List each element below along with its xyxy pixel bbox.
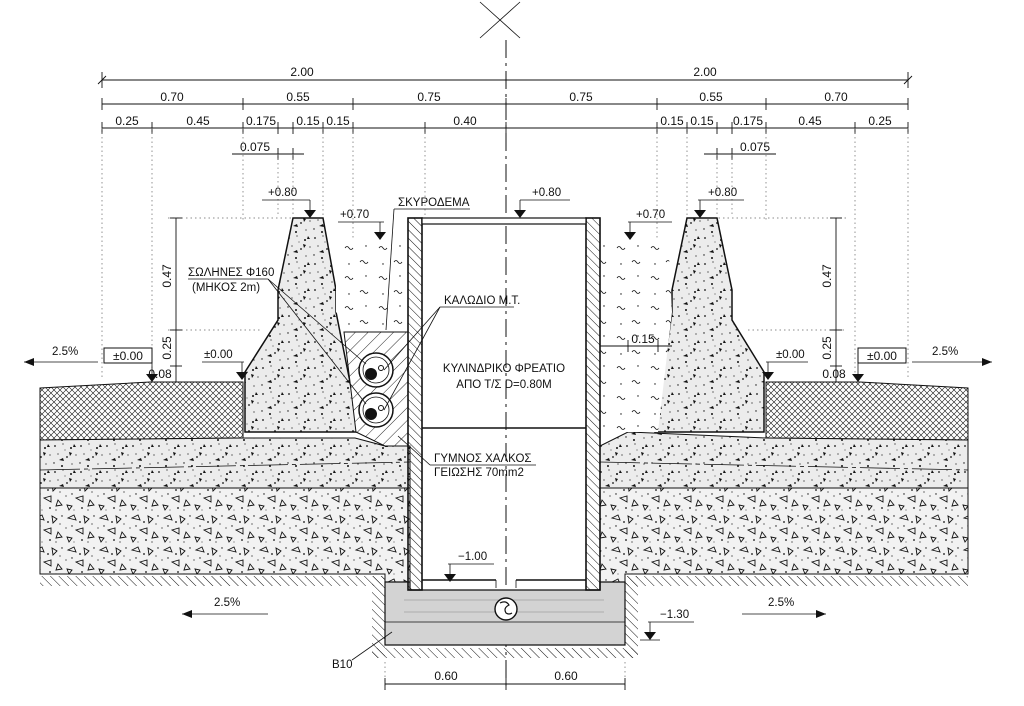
dim-r3-r3: 0.175 bbox=[733, 114, 763, 128]
svg-text:±0.00: ±0.00 bbox=[204, 349, 233, 361]
svg-text:0.60: 0.60 bbox=[554, 669, 578, 683]
svg-text:ΚΥΛΙΝΔΡΙΚΟ ΦΡΕΑΤΙΟ: ΚΥΛΙΝΔΡΙΚΟ ΦΡΕΑΤΙΟ bbox=[443, 363, 565, 375]
svg-text:0.25: 0.25 bbox=[820, 336, 834, 360]
dim-r3-r1: 0.15 bbox=[660, 114, 684, 128]
dim-r2-l2: 0.55 bbox=[286, 90, 310, 104]
svg-text:ΣΚΥΡΟΔΕΜΑ: ΣΚΥΡΟΔΕΜΑ bbox=[398, 197, 470, 209]
svg-text:±0.00: ±0.00 bbox=[113, 349, 143, 363]
svg-text:ΓΥΜΝΟΣ ΧΑΛΚΟΣ: ΓΥΜΝΟΣ ΧΑΛΚΟΣ bbox=[434, 453, 532, 465]
level-curb-left: +0.80 bbox=[262, 187, 316, 218]
dim-r3-l6: 0.40 bbox=[453, 114, 477, 128]
svg-text:+0.80: +0.80 bbox=[708, 187, 737, 199]
svg-text:2.5%: 2.5% bbox=[768, 597, 794, 609]
dim-r3-r2: 0.15 bbox=[690, 114, 714, 128]
fill-zone-left bbox=[336, 238, 408, 330]
dim-sub-right: 0.075 bbox=[740, 140, 770, 154]
vertical-dims-left: 0.47 0.25 0.08 bbox=[148, 217, 182, 383]
slope-bottom-left: 2.5% bbox=[182, 597, 268, 618]
pipe-upper bbox=[358, 352, 394, 388]
label-pipes: ΣΩΛΗΝΕΣ Φ160 (ΜΗΚΟΣ 2m) bbox=[188, 267, 367, 405]
svg-text:0.25: 0.25 bbox=[160, 336, 174, 360]
svg-text:ΣΩΛΗΝΕΣ Φ160: ΣΩΛΗΝΕΣ Φ160 bbox=[188, 267, 274, 279]
level-box-left: ±0.00 bbox=[103, 347, 158, 382]
curb-left bbox=[244, 217, 361, 433]
svg-text:0.47: 0.47 bbox=[160, 264, 174, 288]
svg-text:ΑΠΟ Τ/Σ D=0.80M: ΑΠΟ Τ/Σ D=0.80M bbox=[456, 379, 551, 391]
dim-inner-015: 0.15 bbox=[600, 332, 672, 352]
dim-sub-left: 0.075 bbox=[240, 140, 270, 154]
dim-r2-l1: 0.70 bbox=[160, 90, 184, 104]
dim-r3-r4: 0.45 bbox=[798, 114, 822, 128]
level-manhole-top: +0.80 bbox=[514, 187, 570, 218]
svg-text:B10: B10 bbox=[332, 659, 352, 671]
label-cable: ΚΑΛΩΔΙΟ Μ.Τ. bbox=[383, 295, 520, 411]
level-box-right: ±0.00 bbox=[852, 347, 907, 382]
dim-r3-l5: 0.15 bbox=[326, 114, 350, 128]
level-curb-right: +0.80 bbox=[694, 187, 744, 218]
label-concrete: ΣΚΥΡΟΔΕΜΑ bbox=[385, 197, 470, 331]
slope-top-left: 2.5% bbox=[24, 346, 98, 366]
svg-text:+0.70: +0.70 bbox=[340, 209, 369, 221]
dim-r2-r1: 0.75 bbox=[569, 90, 593, 104]
dim-r3-l3: 0.175 bbox=[246, 114, 276, 128]
topsoil-left bbox=[39, 381, 244, 441]
topsoil-right bbox=[765, 381, 969, 441]
drain-symbol-icon bbox=[494, 597, 518, 621]
level-inner-bottom: −1.00 bbox=[444, 551, 494, 582]
dim-r3-l2: 0.45 bbox=[186, 114, 210, 128]
svg-text:0.47: 0.47 bbox=[820, 264, 834, 288]
dim-r3-l4: 0.15 bbox=[296, 114, 320, 128]
svg-text:0.60: 0.60 bbox=[434, 669, 458, 683]
extension-lines bbox=[101, 128, 909, 380]
svg-text:2.5%: 2.5% bbox=[932, 346, 958, 358]
svg-text:+0.80: +0.80 bbox=[532, 187, 561, 199]
curb-right bbox=[654, 217, 765, 433]
subbase-layer-right bbox=[599, 487, 969, 583]
svg-text:+0.80: +0.80 bbox=[268, 187, 297, 199]
level-ground-right: ±0.00 bbox=[762, 349, 808, 380]
manhole-shaft bbox=[407, 217, 601, 591]
svg-text:0.08: 0.08 bbox=[822, 367, 846, 381]
natural-ground-hatch bbox=[40, 576, 968, 658]
level-ground-left: ±0.00 bbox=[202, 349, 248, 380]
north-marker-icon bbox=[479, 1, 521, 39]
dimension-chain-top: 2.00 2.00 0.70 0.55 0.75 0.75 0.55 0.70 … bbox=[97, 65, 913, 160]
svg-text:0.15: 0.15 bbox=[631, 332, 655, 346]
dim-r3-l1: 0.25 bbox=[115, 114, 139, 128]
level-excavation-bottom: −1.30 bbox=[640, 609, 694, 641]
dim-r2-l3: 0.75 bbox=[417, 90, 441, 104]
svg-text:−1.00: −1.00 bbox=[458, 551, 487, 563]
label-base-concrete: B10 bbox=[332, 631, 393, 671]
svg-text:(ΜΗΚΟΣ 2m): (ΜΗΚΟΣ 2m) bbox=[192, 282, 260, 294]
svg-text:2.5%: 2.5% bbox=[52, 346, 78, 358]
svg-text:2.5%: 2.5% bbox=[214, 597, 240, 609]
fill-zone-right bbox=[600, 238, 672, 432]
label-copper: ΓΥΜΝΟΣ ΧΑΛΚΟΣ ΓΕΙΩΣΗΣ 70mm2 bbox=[397, 435, 536, 479]
svg-text:ΚΑΛΩΔΙΟ Μ.Τ.: ΚΑΛΩΔΙΟ Μ.Τ. bbox=[444, 295, 520, 307]
level-fill-left: +0.70 bbox=[338, 209, 386, 240]
dim-r2-r3: 0.70 bbox=[824, 90, 848, 104]
dim-r2-r2: 0.55 bbox=[699, 90, 723, 104]
pipe-lower bbox=[358, 392, 394, 428]
label-manhole: ΚΥΛΙΝΔΡΙΚΟ ΦΡΕΑΤΙΟ ΑΠΟ Τ/Σ D=0.80M bbox=[443, 363, 565, 391]
slope-top-right: 2.5% bbox=[912, 346, 992, 366]
svg-text:±0.00: ±0.00 bbox=[867, 349, 897, 363]
level-fill-right: +0.70 bbox=[624, 209, 672, 240]
svg-text:ΓΕΙΩΣΗΣ 70mm2: ΓΕΙΩΣΗΣ 70mm2 bbox=[434, 467, 524, 479]
dim-total-left: 2.00 bbox=[290, 65, 314, 79]
dim-r3-r5: 0.25 bbox=[868, 114, 892, 128]
svg-text:−1.30: −1.30 bbox=[660, 609, 689, 621]
subbase-layer-left bbox=[39, 487, 411, 583]
svg-text:±0.00: ±0.00 bbox=[776, 349, 805, 361]
gravel-layer-right bbox=[599, 431, 969, 489]
vertical-dims-right: 0.47 0.25 0.08 bbox=[820, 217, 846, 383]
dim-bottom: 0.60 0.60 bbox=[384, 662, 626, 690]
svg-text:0.08: 0.08 bbox=[148, 367, 172, 381]
slope-bottom-right: 2.5% bbox=[742, 597, 826, 618]
svg-text:+0.70: +0.70 bbox=[636, 209, 665, 221]
dim-total-right: 2.00 bbox=[693, 65, 717, 79]
